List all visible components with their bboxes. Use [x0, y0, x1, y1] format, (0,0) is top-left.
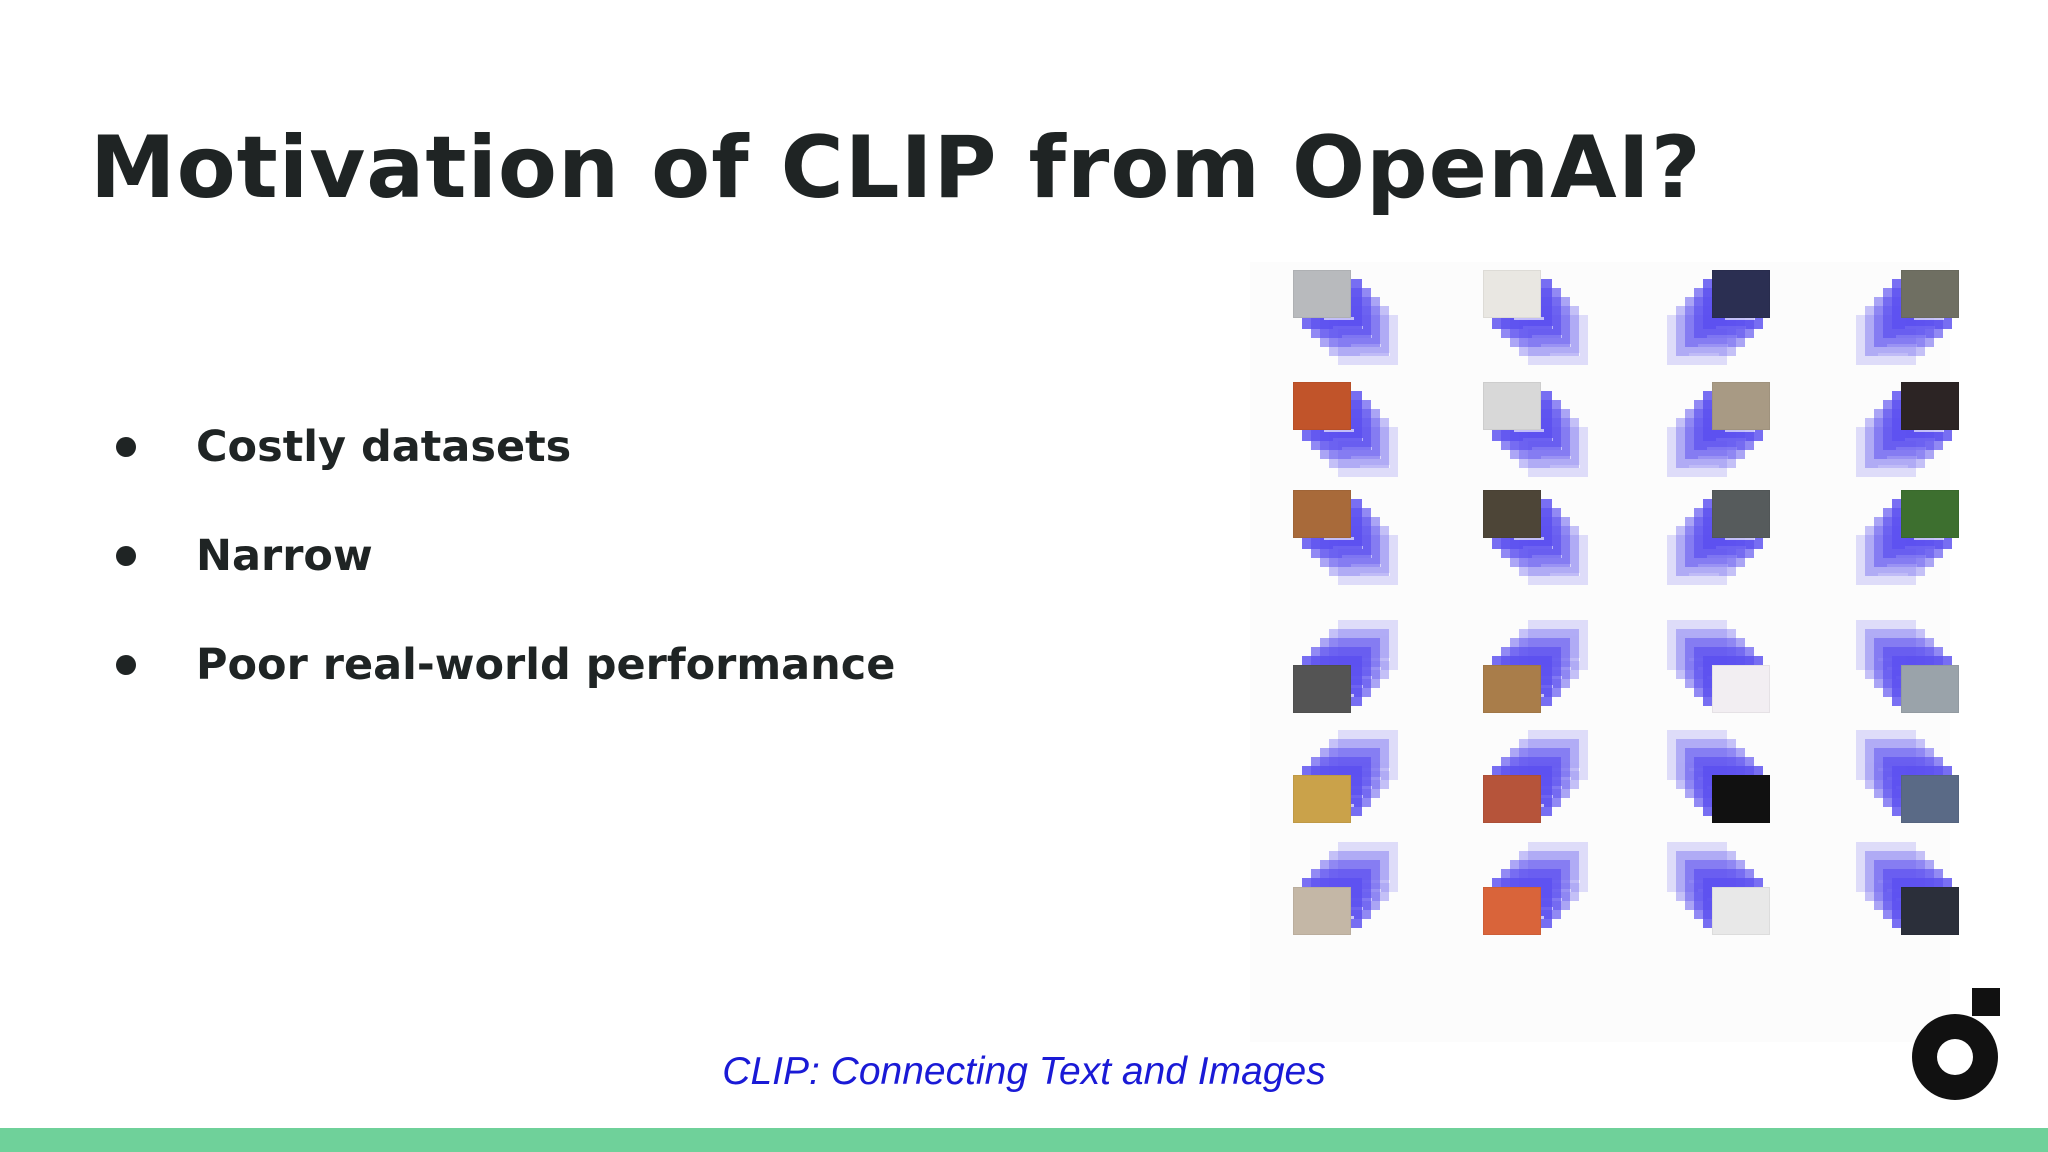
stack-layer-caption [1324, 537, 1354, 540]
clip-stack-tile [1293, 827, 1413, 947]
clip-stack-tile [1293, 382, 1413, 502]
sample-image-thumbnail [1483, 382, 1541, 430]
sample-image-thumbnail [1483, 665, 1541, 713]
stack-layer-caption [1725, 537, 1755, 540]
bullet-item: Poor real-world performance [110, 610, 895, 719]
sample-image-thumbnail [1712, 665, 1770, 713]
stack-layer-caption [1550, 465, 1580, 468]
bullet-dot-icon [116, 545, 136, 566]
bullet-text: Poor real-world performance [196, 639, 896, 690]
stack-layer-caption [1878, 573, 1908, 576]
stack-layer-caption [1914, 317, 1944, 320]
stack-layer-caption [1689, 465, 1719, 468]
sample-image-thumbnail [1901, 775, 1959, 823]
stack-layer-caption [1324, 317, 1354, 320]
stack-layer-caption [1689, 573, 1719, 576]
logo-ring-hole [1937, 1039, 1973, 1075]
sample-image-thumbnail [1901, 382, 1959, 430]
clip-stack-tile [1856, 382, 1977, 502]
figure-caption: CLIP: Connecting Text and Images [722, 1050, 1326, 1093]
sample-image-thumbnail [1712, 775, 1770, 823]
stack-layer-caption [1914, 429, 1944, 432]
sample-image-thumbnail [1483, 887, 1541, 935]
clip-stack-tile [1856, 270, 1977, 390]
sample-image-thumbnail [1901, 270, 1959, 318]
sample-image-thumbnail [1901, 490, 1959, 538]
clip-stack-tile [1667, 605, 1788, 725]
sample-image-thumbnail [1293, 382, 1351, 430]
clip-stack-tile [1856, 490, 1977, 610]
sample-image-thumbnail [1712, 490, 1770, 538]
clip-stack-tile [1483, 270, 1603, 390]
sample-image-thumbnail [1712, 270, 1770, 318]
stack-layer-caption [1514, 537, 1544, 540]
clip-stack-tile [1667, 270, 1788, 390]
accent-bar [0, 1128, 2048, 1152]
clip-figure-grid [1250, 262, 1959, 1042]
clip-stack-tile [1667, 382, 1788, 502]
sample-image-thumbnail [1712, 382, 1770, 430]
stack-layer-caption [1914, 537, 1944, 540]
stack-layer-caption [1725, 429, 1755, 432]
clip-stack-tile [1483, 827, 1603, 947]
bullet-list: Costly datasets Narrow Poor real-world p… [110, 392, 895, 719]
stack-layer-caption [1360, 353, 1390, 356]
sample-image-thumbnail [1901, 887, 1959, 935]
sample-image-thumbnail [1901, 665, 1959, 713]
stack-layer-caption [1725, 317, 1755, 320]
stack-layer-caption [1514, 317, 1544, 320]
stack-layer-caption [1360, 573, 1390, 576]
logo-square [1972, 988, 2000, 1016]
sample-image-thumbnail [1483, 270, 1541, 318]
stack-layer-caption [1550, 353, 1580, 356]
clip-stack-tile [1483, 382, 1603, 502]
bullet-dot-icon [116, 436, 136, 457]
sample-image-thumbnail [1293, 775, 1351, 823]
stack-layer-caption [1360, 465, 1390, 468]
clip-stack-tile [1483, 715, 1603, 835]
clip-stack-tile [1483, 490, 1603, 610]
sample-image-thumbnail [1293, 270, 1351, 318]
bullet-text: Narrow [196, 530, 373, 581]
bullet-dot-icon [116, 654, 136, 675]
stack-layer-caption [1689, 353, 1719, 356]
stack-layer-caption [1550, 573, 1580, 576]
clip-stack-tile [1856, 715, 1977, 835]
clip-stack-tile [1667, 715, 1788, 835]
stack-layer-caption [1324, 429, 1354, 432]
sample-image-thumbnail [1293, 665, 1351, 713]
slide-title: Motivation of CLIP from OpenAI? [90, 118, 1702, 218]
clip-stack-tile [1667, 490, 1788, 610]
clip-stack-tile [1293, 270, 1413, 390]
sample-image-thumbnail [1712, 887, 1770, 935]
stack-layer-caption [1514, 429, 1544, 432]
clip-stack-tile [1293, 715, 1413, 835]
bullet-text: Costly datasets [196, 421, 572, 472]
clip-stack-tile [1667, 827, 1788, 947]
clip-stack-tile [1856, 605, 1977, 725]
clip-stack-tile [1856, 827, 1977, 947]
clip-stack-tile [1293, 605, 1413, 725]
bullet-item: Narrow [110, 501, 895, 610]
bullet-item: Costly datasets [110, 392, 895, 501]
sample-image-thumbnail [1293, 887, 1351, 935]
sample-image-thumbnail [1483, 775, 1541, 823]
clip-stack-tile [1293, 490, 1413, 610]
stack-layer-caption [1878, 465, 1908, 468]
sample-image-thumbnail [1483, 490, 1541, 538]
clip-stack-tile [1483, 605, 1603, 725]
brand-logo-icon [1912, 988, 2000, 1100]
sample-image-thumbnail [1293, 490, 1351, 538]
stack-layer-caption [1878, 353, 1908, 356]
